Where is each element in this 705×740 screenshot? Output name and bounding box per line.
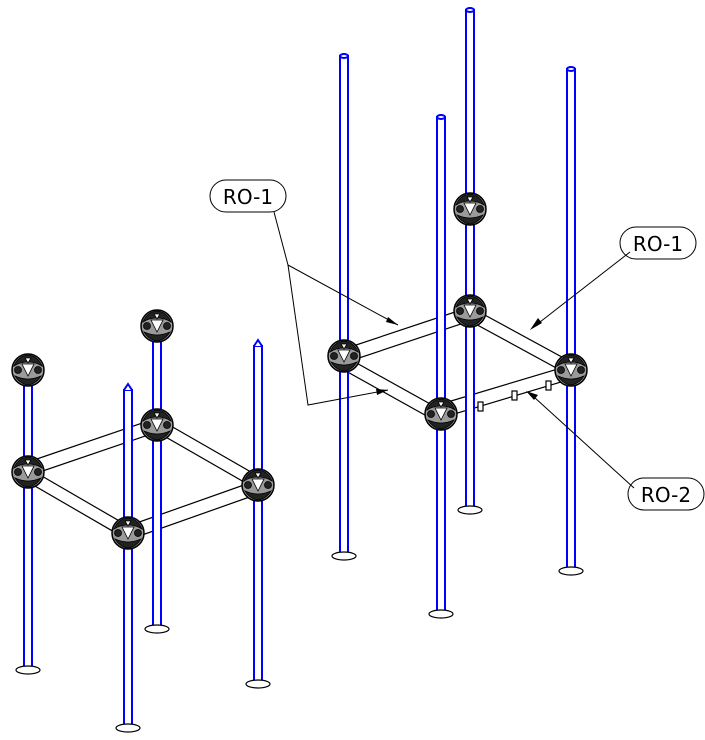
right-assembly <box>327 7 588 619</box>
left-post-right <box>245 338 271 689</box>
right-post-front <box>428 114 454 619</box>
callout-ro1-right: RO-1 <box>530 226 697 330</box>
callout-ro1-right-text: RO-1 <box>633 232 683 256</box>
left-assembly <box>11 309 275 733</box>
left-post-back <box>144 329 170 634</box>
right-joint-ball-left <box>327 339 361 373</box>
callout-ro1-upper-left: RO-1 <box>209 179 399 406</box>
left-joint-ball-back <box>140 408 174 442</box>
left-joint-ball-front <box>111 516 145 550</box>
left-top-ball-2 <box>140 309 174 343</box>
left-post-front <box>115 382 141 733</box>
right-post-back-tall <box>457 7 483 515</box>
left-joint-ball-left <box>11 455 45 489</box>
left-post-front-left <box>15 369 41 675</box>
callout-ro2-right-text: RO-2 <box>641 483 691 507</box>
left-top-ball-1 <box>11 353 45 387</box>
left-frame-rails <box>27 416 259 542</box>
right-joint-ball-right <box>554 353 588 387</box>
right-top-ball <box>453 192 487 226</box>
callout-ro1-upper-left-text: RO-1 <box>223 185 273 209</box>
callout-ro2-right: RO-2 <box>526 391 705 511</box>
right-post-left <box>331 53 357 561</box>
right-joint-ball-back <box>453 294 487 328</box>
right-post-right <box>558 66 584 576</box>
right-joint-ball-front <box>424 397 458 431</box>
left-joint-ball-right <box>241 468 275 502</box>
